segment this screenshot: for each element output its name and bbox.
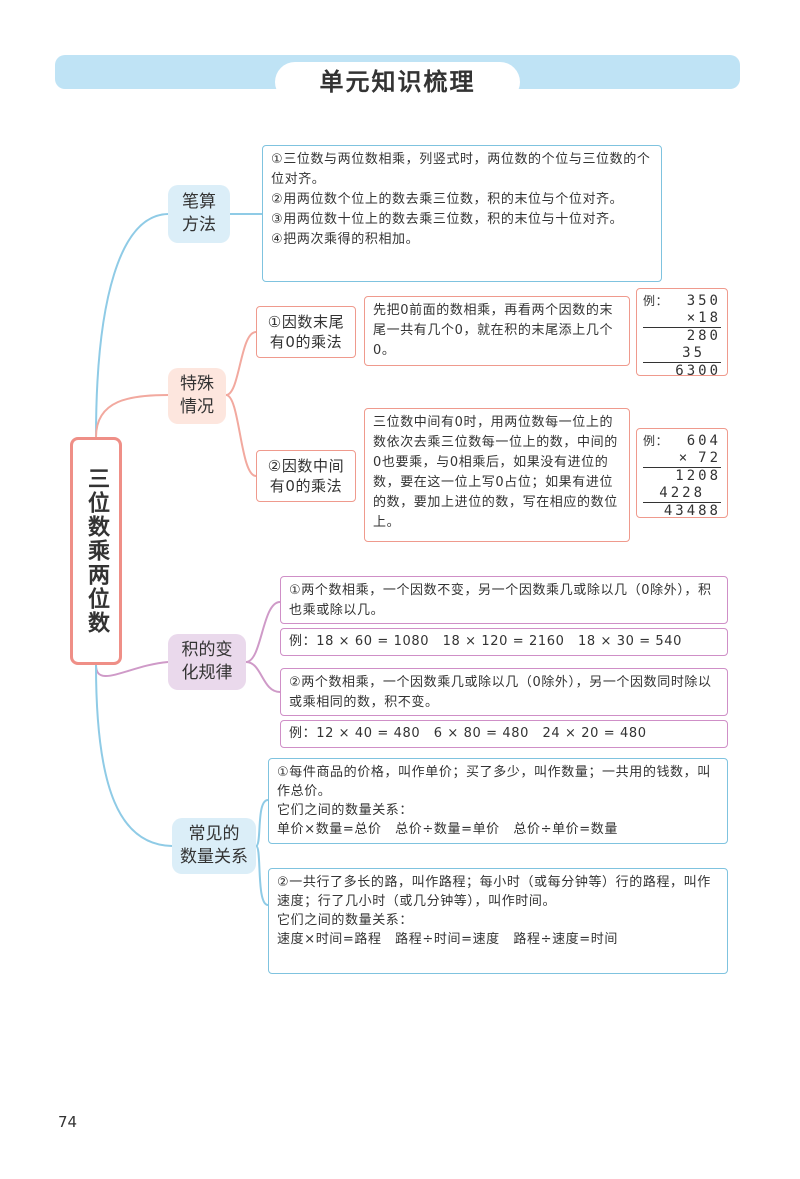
case1-example: 例： 350 × 18 280 35 6300 bbox=[636, 288, 728, 379]
case1-example-label: 例： bbox=[643, 294, 669, 308]
branch-special-cases: 特殊 情况 bbox=[168, 368, 226, 424]
written-step-3: ③用两位数十位上的数去乘三位数，积的末位与十位对齐。 bbox=[271, 212, 624, 227]
branch-product-label-1: 积的变 bbox=[181, 640, 233, 660]
case2-partial2: 4228 bbox=[659, 485, 705, 501]
case1-partial1: 280 bbox=[686, 328, 721, 344]
central-topic-text: 三位数乘两位数 bbox=[84, 467, 109, 635]
case2-times-sign: × bbox=[678, 450, 691, 466]
product-rule1-box: ①两个数相乘，一个因数不变，另一个因数乘几或除以几（0除外），积也乘或除以几。 bbox=[280, 576, 728, 624]
case2-result: 43488 bbox=[663, 503, 721, 519]
written-step-4: ④把两次乘得的积相加。 bbox=[271, 232, 420, 247]
case2-text: 三位数中间有0时，用两位数每一位上的数依次去乘三位数每一位上的数，中间的0也要乘… bbox=[373, 415, 618, 530]
quantity-price-box: ①每件商品的价格，叫作单价；买了多少，叫作数量；一共用的钱数，叫作总价。 它们之… bbox=[268, 758, 728, 844]
case1-label-2: 有0的乘法 bbox=[269, 333, 343, 351]
case2-partial1: 1208 bbox=[675, 468, 721, 484]
product-rule1: ①两个数相乘，一个因数不变，另一个因数乘几或除以几（0除外），积也乘或除以几。 bbox=[289, 583, 712, 618]
case1-times-sign: × bbox=[686, 310, 699, 326]
case2-multiplicand: 604 bbox=[686, 433, 721, 449]
case2-example-label: 例： bbox=[643, 434, 669, 448]
product-example1-box: 例：18 × 60 = 1080 18 × 120 = 2160 18 × 30… bbox=[280, 628, 728, 656]
branch-product-rule: 积的变 化规律 bbox=[168, 634, 246, 690]
case2-text-box: 三位数中间有0时，用两位数每一位上的数依次去乘三位数每一位上的数，中间的0也要乘… bbox=[364, 408, 630, 542]
branch-special-label-2: 情况 bbox=[180, 397, 214, 417]
product-rule2-box: ②两个数相乘，一个因数乘几或除以几（0除外），另一个因数同时除以或乘相同的数，积… bbox=[280, 668, 728, 716]
quantity-distance-def: ②一共行了多长的路，叫作路程；每小时（或每分钟等）行的路程，叫作速度；行了几小时… bbox=[277, 875, 711, 909]
product-example1: 例：18 × 60 = 1080 18 × 120 = 2160 18 × 30… bbox=[289, 634, 683, 649]
branch-quantity-label-1: 常见的 bbox=[188, 824, 240, 844]
branch-quantity-label-2: 数量关系 bbox=[180, 847, 248, 867]
case1-label-box: ①因数末尾 有0的乘法 bbox=[256, 306, 356, 358]
written-step-1: ①三位数与两位数相乘，列竖式时，两位数的个位与三位数的个位对齐。 bbox=[271, 152, 651, 187]
quantity-price-relation-title: 它们之间的数量关系： bbox=[277, 803, 414, 818]
branch-written-method: 笔算 方法 bbox=[168, 185, 230, 243]
branch-written-label-1: 笔算 bbox=[182, 192, 216, 212]
product-example2: 例：12 × 40 = 480 6 × 80 = 480 24 × 20 = 4… bbox=[289, 726, 647, 741]
product-rule2: ②两个数相乘，一个因数乘几或除以几（0除外），另一个因数同时除以或乘相同的数，积… bbox=[289, 675, 712, 710]
case1-label-1: ①因数末尾 bbox=[267, 313, 345, 331]
case1-text: 先把0前面的数相乘，再看两个因数的末尾一共有几个0，就在积的末尾添上几个0。 bbox=[373, 303, 614, 358]
case1-multiplicand: 350 bbox=[686, 293, 721, 309]
branch-product-label-2: 化规律 bbox=[181, 663, 233, 683]
written-step-2: ②用两位数个位上的数去乘三位数，积的末位与个位对齐。 bbox=[271, 192, 624, 207]
case1-partial2: 35 bbox=[682, 345, 705, 361]
case2-multiplier: 72 bbox=[698, 450, 721, 466]
case2-label-box: ②因数中间 有0的乘法 bbox=[256, 450, 356, 502]
product-example2-box: 例：12 × 40 = 480 6 × 80 = 480 24 × 20 = 4… bbox=[280, 720, 728, 748]
page-number: 74 bbox=[58, 1113, 78, 1131]
case1-multiplier: 18 bbox=[698, 310, 721, 326]
central-topic: 三位数乘两位数 bbox=[70, 437, 122, 665]
quantity-price-def: ①每件商品的价格，叫作单价；买了多少，叫作数量；一共用的钱数，叫作总价。 bbox=[277, 765, 711, 799]
page-title: 单元知识梳理 bbox=[275, 62, 520, 102]
branch-written-label-2: 方法 bbox=[182, 215, 216, 235]
branch-special-label-1: 特殊 bbox=[180, 374, 214, 394]
case2-example: 例： 604 × 72 1208 4228 43488 bbox=[636, 428, 728, 519]
case1-result: 6300 bbox=[675, 363, 721, 379]
quantity-distance-formulas: 速度×时间=路程 路程÷时间=速度 路程÷速度=时间 bbox=[277, 932, 618, 947]
quantity-distance-relation-title: 它们之间的数量关系： bbox=[277, 913, 414, 928]
quantity-distance-box: ②一共行了多长的路，叫作路程；每小时（或每分钟等）行的路程，叫作速度；行了几小时… bbox=[268, 868, 728, 974]
quantity-price-formulas: 单价×数量=总价 总价÷数量=单价 总价÷单价=数量 bbox=[277, 822, 618, 837]
case2-label-1: ②因数中间 bbox=[267, 457, 345, 475]
case1-text-box: 先把0前面的数相乘，再看两个因数的末尾一共有几个0，就在积的末尾添上几个0。 bbox=[364, 296, 630, 366]
case2-label-2: 有0的乘法 bbox=[269, 477, 343, 495]
branch-quantity-relations: 常见的 数量关系 bbox=[172, 818, 256, 874]
written-method-box: ①三位数与两位数相乘，列竖式时，两位数的个位与三位数的个位对齐。 ②用两位数个位… bbox=[262, 145, 662, 282]
